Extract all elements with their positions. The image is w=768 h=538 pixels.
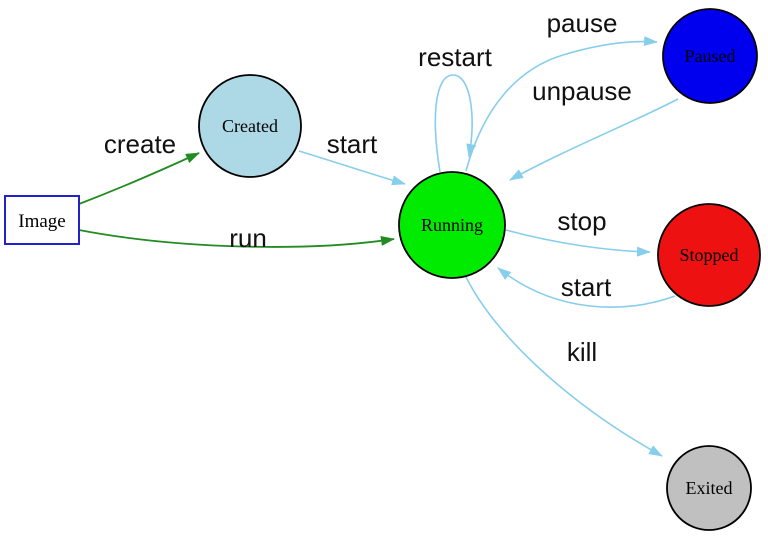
edge-start-created-running-label: start [327, 129, 378, 159]
node-image-shape [4, 195, 80, 245]
node-stopped-label: Stopped [679, 245, 738, 265]
edge-pause: pause [465, 8, 658, 172]
node-stopped: Stopped [657, 203, 761, 307]
edge-kill: kill [465, 276, 663, 457]
node-exited: Exited [666, 445, 752, 531]
node-paused-shape [662, 8, 758, 104]
edge-start-stopped-running-path [497, 267, 676, 308]
node-stopped-shape [657, 203, 761, 307]
edge-run-path [78, 229, 395, 248]
node-running: Running [398, 171, 506, 279]
node-running-label: Running [421, 215, 483, 235]
edge-start-stopped-running-label: start [561, 272, 612, 302]
node-exited-shape [666, 445, 752, 531]
node-paused-label: Paused [685, 46, 736, 66]
edge-run-label: run [229, 223, 267, 253]
edge-restart-self-loop: restart [418, 42, 493, 173]
edge-start-stopped-running: start [497, 267, 676, 308]
node-running-shape [398, 171, 506, 279]
edge-create-label: create [104, 129, 176, 159]
edge-restart-path [434, 74, 477, 173]
edge-restart-label: restart [418, 42, 492, 72]
edge-stop-path [505, 229, 651, 257]
node-paused: Paused [662, 8, 758, 104]
edge-unpause: unpause [509, 76, 679, 181]
edge-unpause-path [509, 98, 679, 181]
edge-pause-path [465, 36, 658, 172]
node-image-label: Image [18, 211, 65, 232]
edge-start-created-running: start [298, 129, 406, 186]
edge-create: create [78, 129, 200, 205]
node-created-label: Created [222, 116, 278, 136]
edge-unpause-label: unpause [532, 76, 632, 106]
edge-kill-path [465, 276, 663, 457]
edge-start-created-running-path [298, 150, 406, 186]
edge-kill-label: kill [567, 337, 597, 367]
edge-stop: stop [505, 206, 651, 257]
node-created: Created [198, 74, 302, 178]
node-exited-label: Exited [686, 478, 733, 498]
node-image: Image [4, 195, 80, 245]
edge-stop-label: stop [557, 206, 606, 236]
edge-create-path [78, 152, 200, 205]
node-created-shape [198, 74, 302, 178]
edge-pause-label: pause [547, 8, 618, 38]
edge-run: run [78, 223, 395, 253]
